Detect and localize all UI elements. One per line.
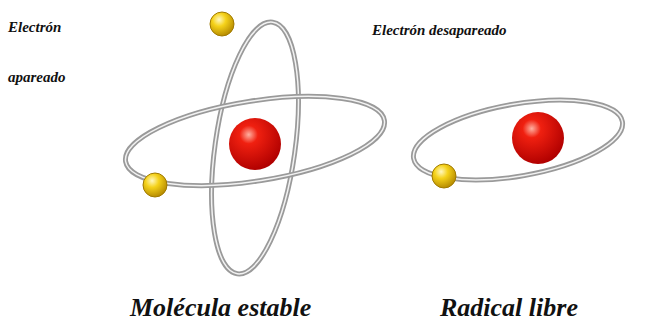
free-radical-figure — [407, 86, 628, 194]
stable-molecule-figure — [119, 12, 390, 279]
figure-caption: Molécula estable — [130, 292, 390, 324]
electron-label: Electrón apareado — [8, 2, 108, 102]
figure-caption: Radical libre — [440, 292, 640, 324]
electron-label: Electrón desapareado — [372, 20, 642, 40]
